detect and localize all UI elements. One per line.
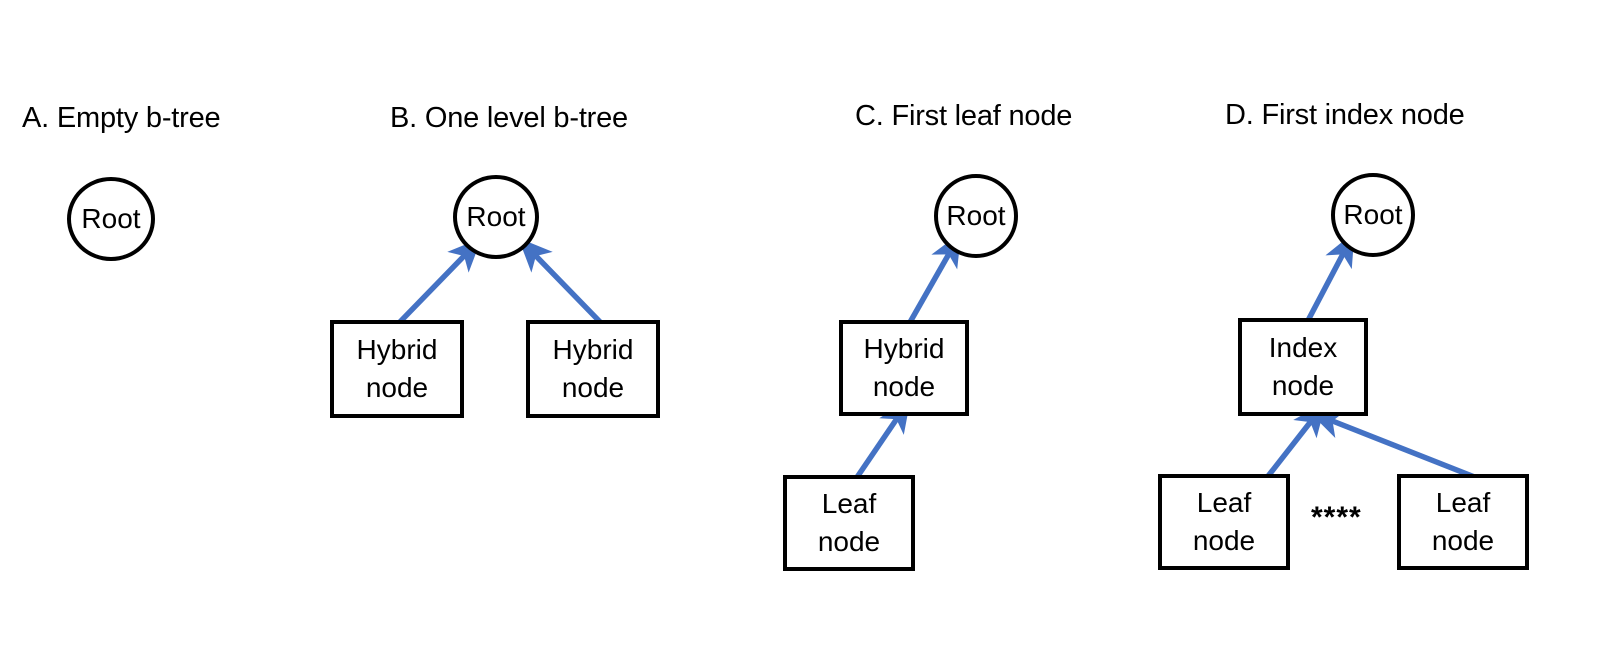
node-c-leaf-line1: Leaf [821,488,877,519]
node-d-leaf-left-line2: node [1192,525,1256,556]
node-b-hybrid-right[interactable]: Hybrid node [526,320,660,418]
node-b-root-label: Root [466,201,526,232]
node-c-root-label: Root [946,200,1006,231]
node-d-ellipsis: **** [1311,501,1362,534]
node-b-hybrid-right-line1: Hybrid [552,334,634,365]
node-b-root[interactable]: Root [453,175,539,259]
node-b-hybrid-right-line2: node [561,372,625,403]
node-d-index-line2: node [1271,370,1335,401]
node-d-index[interactable]: Index node [1238,318,1368,416]
node-d-leaf-right[interactable]: Leaf node [1397,474,1529,570]
node-c-hybrid[interactable]: Hybrid node [839,320,969,416]
panel-d-title: D. First index node [1225,99,1465,131]
node-d-leaf-right-line1: Leaf [1435,487,1491,518]
arrow-b-hybrid-left-to-root [394,237,482,328]
node-c-hybrid-line1: Hybrid [863,333,945,364]
node-b-hybrid-left-line2: node [365,372,429,403]
node-a-root-label: Root [81,203,141,234]
node-d-leaf-left-line1: Leaf [1196,487,1252,518]
node-b-hybrid-left[interactable]: Hybrid node [330,320,464,418]
node-c-leaf[interactable]: Leaf node [783,475,915,571]
node-d-index-line1: Index [1268,332,1338,363]
node-d-leaf-left[interactable]: Leaf node [1158,474,1290,570]
node-d-root-label: Root [1343,199,1403,230]
node-c-root[interactable]: Root [934,174,1018,258]
node-a-root[interactable]: Root [67,177,155,261]
panel-a-title: A. Empty b-tree [22,102,221,134]
node-c-hybrid-line2: node [872,371,936,402]
node-d-leaf-right-line2: node [1431,525,1495,556]
panel-b-title: B. One level b-tree [390,102,628,134]
panel-c-title: C. First leaf node [855,100,1073,132]
node-d-root[interactable]: Root [1331,173,1415,257]
arrow-b-hybrid-right-to-root [518,237,606,328]
node-b-hybrid-left-line1: Hybrid [356,334,438,365]
node-c-leaf-line2: node [817,526,881,557]
